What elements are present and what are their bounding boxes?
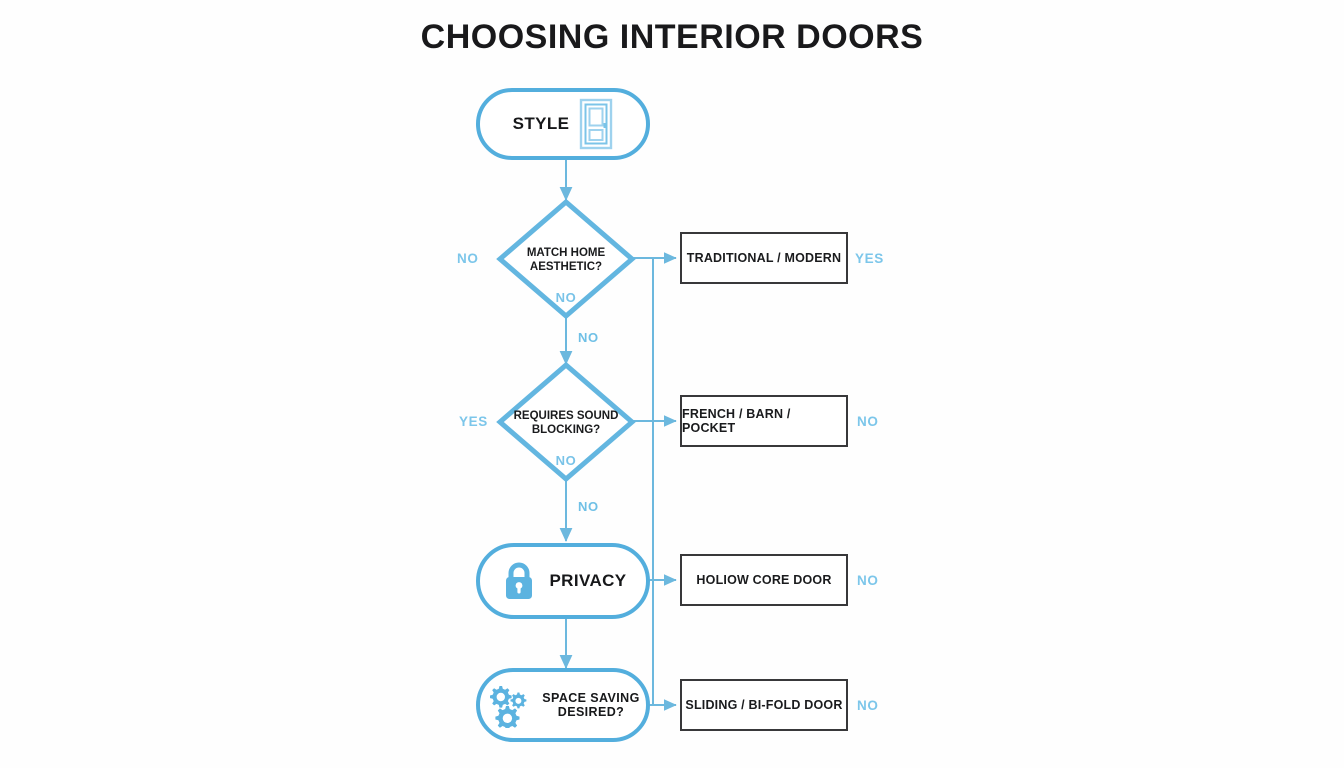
result-box-2[interactable]: FRENCH / BARN / POCKET <box>680 395 848 447</box>
label-sound-left: YES <box>459 414 488 429</box>
node-sound-label: REQUIRES SOUND BLOCKING? <box>513 410 619 437</box>
result-box-2-side-label: NO <box>857 414 879 429</box>
door-icon <box>580 98 613 150</box>
label-aesthetic-to-sound: NO <box>578 330 599 345</box>
node-sound[interactable]: REQUIRES SOUND BLOCKING? NO <box>496 361 636 483</box>
node-sound-inner-label: NO <box>555 453 577 468</box>
node-privacy-label: PRIVACY <box>549 571 627 591</box>
node-privacy[interactable]: PRIVACY <box>476 543 650 619</box>
result-box-4-label: SLIDING / BI-FOLD DOOR <box>685 698 843 712</box>
lock-icon <box>506 562 533 599</box>
label-sound-to-privacy: NO <box>578 499 599 514</box>
diamond-shape <box>496 198 636 320</box>
result-box-1-label: TRADITIONAL / MODERN <box>686 251 842 265</box>
diamond-shape <box>496 361 636 483</box>
node-style-label: STYLE <box>512 114 570 134</box>
node-aesthetic[interactable]: MATCH HOME AESTHETIC? NO <box>496 198 636 320</box>
node-space-saving[interactable]: SPACE SAVING DESIRED? <box>476 668 650 742</box>
result-box-1-side-label: YES <box>855 251 884 266</box>
result-box-4-side-label: NO <box>857 698 879 713</box>
node-space-saving-label: SPACE SAVING DESIRED? <box>542 690 640 719</box>
result-box-1[interactable]: TRADITIONAL / MODERN <box>680 232 848 284</box>
result-box-3-label: HOLIOW CORE DOOR <box>696 573 832 587</box>
result-box-3[interactable]: HOLIOW CORE DOOR <box>680 554 848 606</box>
node-aesthetic-inner-label: NO <box>555 290 577 305</box>
node-style[interactable]: STYLE <box>476 88 650 160</box>
result-box-2-label: FRENCH / BARN / POCKET <box>682 407 791 435</box>
node-aesthetic-label: MATCH HOME AESTHETIC? <box>526 247 606 274</box>
label-aesthetic-left: NO <box>457 251 479 266</box>
result-box-4[interactable]: SLIDING / BI-FOLD DOOR <box>680 679 848 731</box>
result-box-3-side-label: NO <box>857 573 879 588</box>
page-title: CHOOSING INTERIOR DOORS <box>420 18 924 56</box>
gears-icon <box>490 686 527 728</box>
